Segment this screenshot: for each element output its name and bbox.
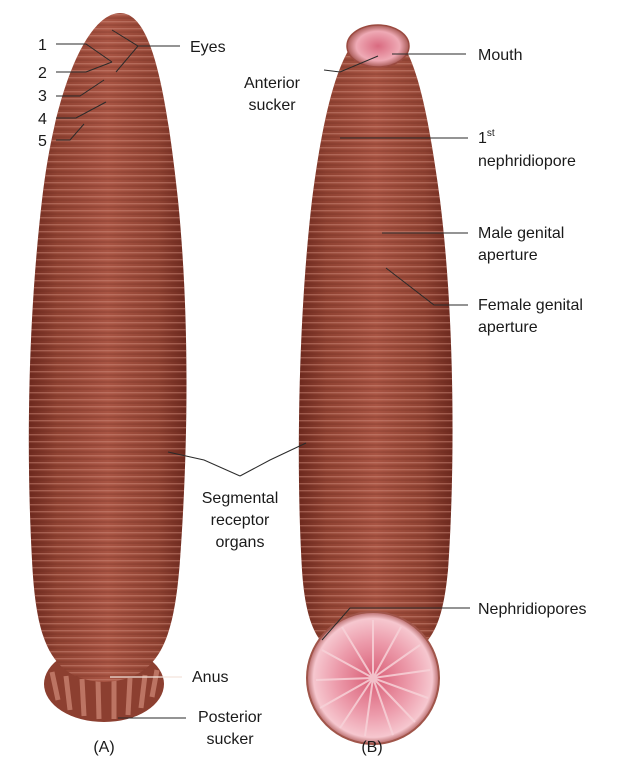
- number-5: 5: [38, 133, 47, 150]
- label-segmental-1: Segmental: [202, 490, 279, 507]
- label-anus: Anus: [192, 669, 228, 686]
- label-anterior-sucker-1: Anterior: [244, 75, 301, 92]
- label-first-nephridiopore: 1st: [478, 128, 495, 147]
- anterior-sucker-mouth: [347, 25, 409, 67]
- leech-b-ventral: [299, 25, 453, 744]
- number-4: 4: [38, 111, 47, 128]
- label-nephridiopores: Nephridiopores: [478, 601, 587, 618]
- caption-a: (A): [93, 739, 114, 756]
- label-segmental-3: organs: [216, 534, 265, 551]
- label-nephridiopore-word: nephridiopore: [478, 153, 576, 170]
- label-male-genital-1: Male genital: [478, 225, 564, 242]
- leech-a-dorsal: [29, 13, 187, 722]
- number-3: 3: [38, 88, 47, 105]
- caption-b: (B): [361, 739, 382, 756]
- label-anterior-sucker-2: sucker: [248, 97, 296, 114]
- label-eyes: Eyes: [190, 39, 226, 56]
- label-female-genital-2: aperture: [478, 319, 538, 336]
- number-2: 2: [38, 65, 47, 82]
- label-posterior-sucker-1: Posterior: [198, 709, 263, 726]
- label-male-genital-2: aperture: [478, 247, 538, 264]
- number-1: 1: [38, 37, 47, 54]
- label-posterior-sucker-2: sucker: [206, 731, 254, 748]
- label-segmental-2: receptor: [211, 512, 270, 529]
- label-mouth: Mouth: [478, 47, 522, 64]
- label-female-genital-1: Female genital: [478, 297, 583, 314]
